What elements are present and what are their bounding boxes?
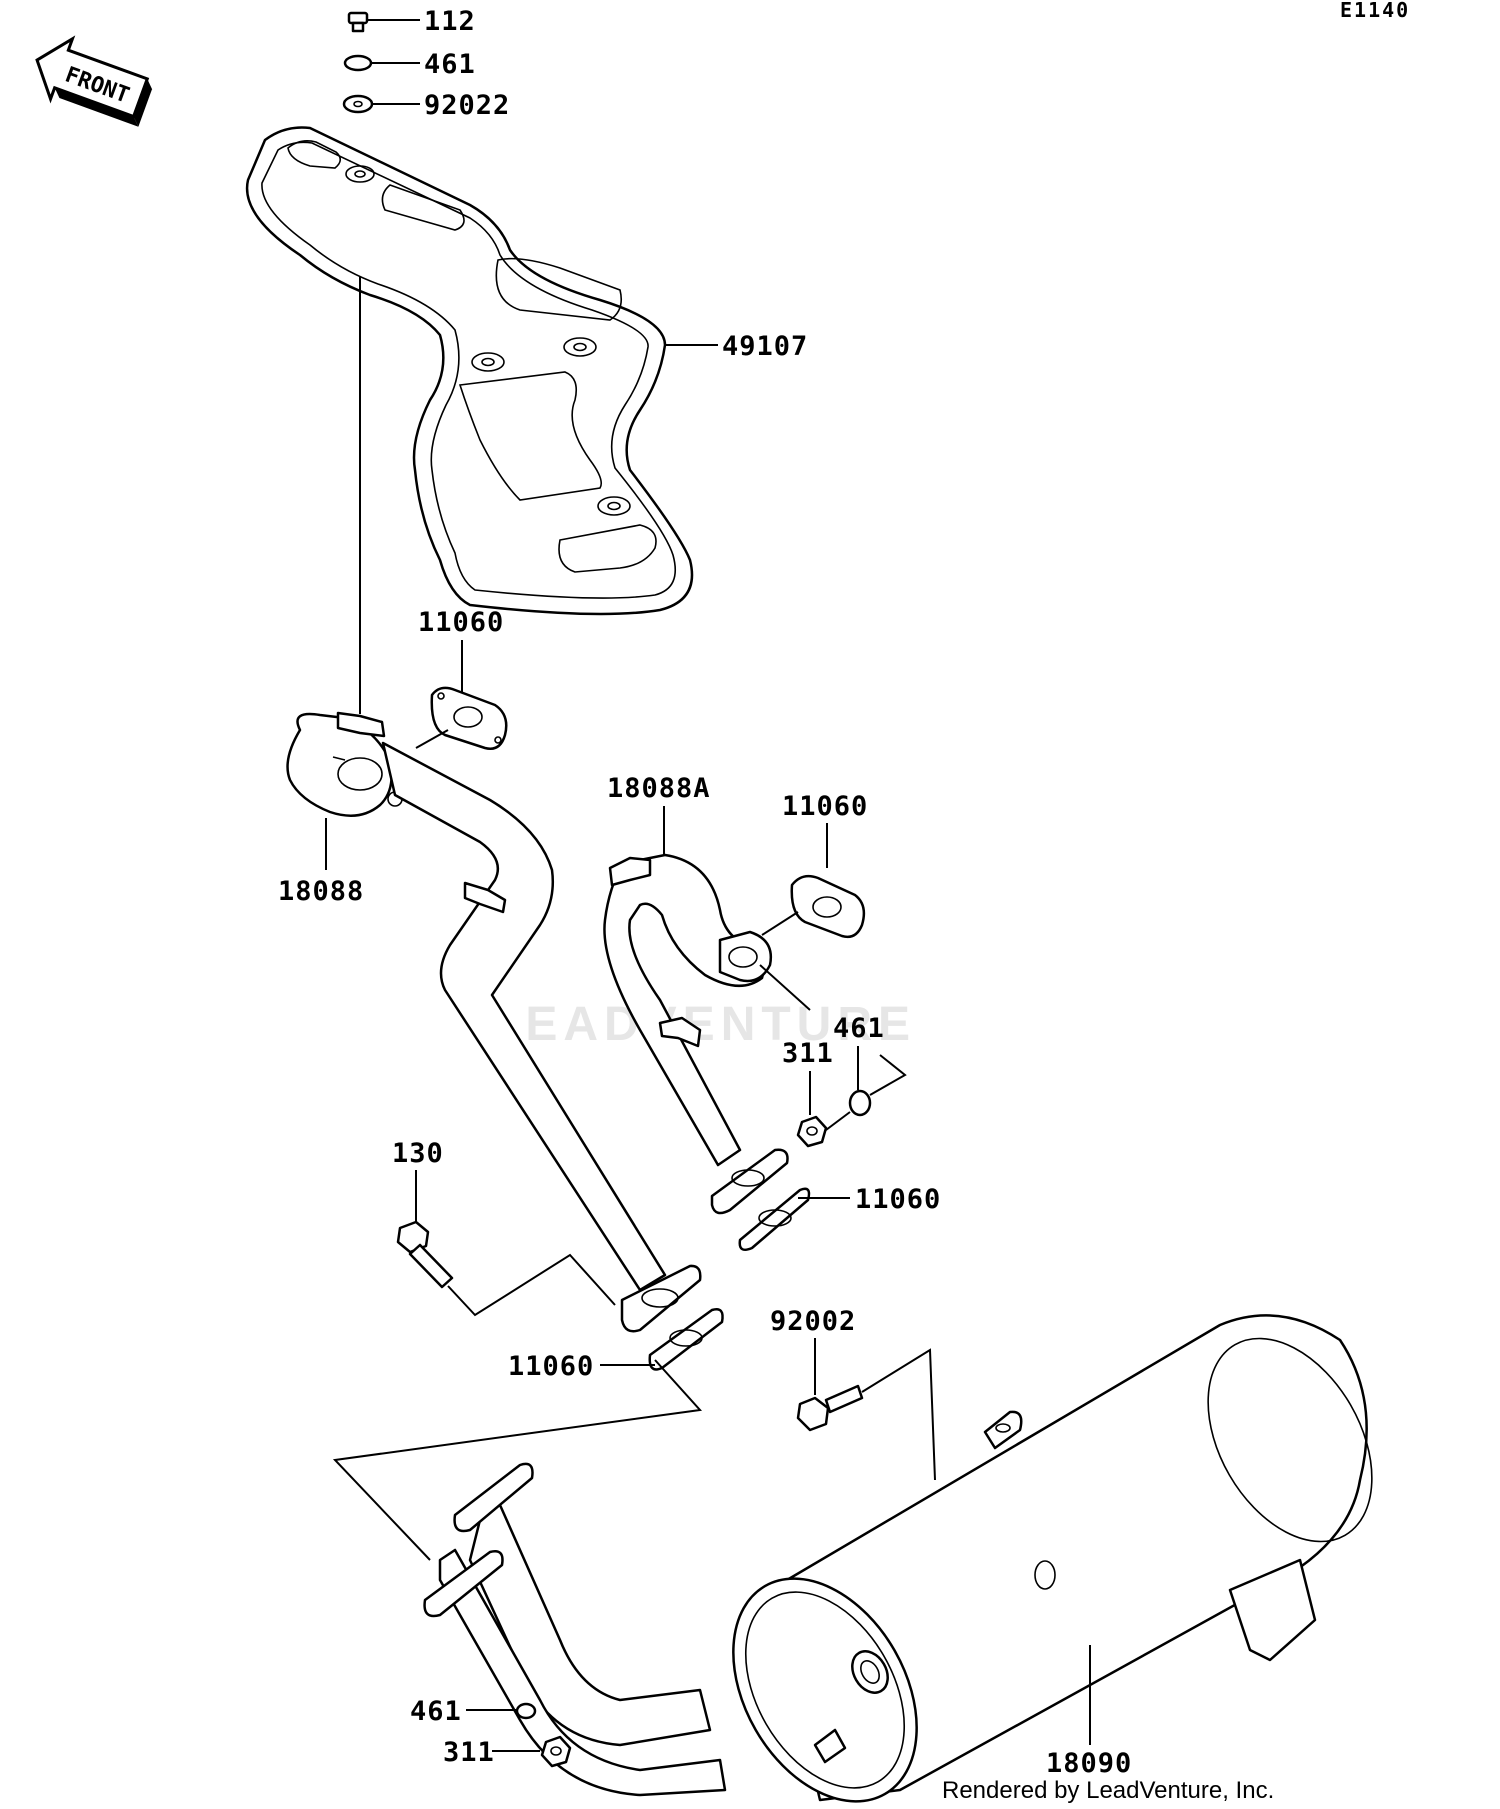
label-18088: 18088 bbox=[278, 876, 364, 907]
label-11060-rear-lower: 11060 bbox=[855, 1184, 941, 1215]
bolt-92002[interactable] bbox=[796, 1384, 864, 1432]
front-arrow-icon: FRONT bbox=[35, 35, 153, 127]
muffler-18090[interactable] bbox=[423, 1310, 1406, 1809]
washer-92022[interactable] bbox=[342, 94, 374, 114]
label-461-bottom: 461 bbox=[410, 1696, 462, 1727]
gasket-11060-front-lower[interactable] bbox=[648, 1308, 724, 1371]
label-130: 130 bbox=[392, 1138, 444, 1169]
label-461-mid: 461 bbox=[833, 1013, 885, 1044]
label-49107: 49107 bbox=[722, 331, 808, 362]
watermark-text: LEADVENTURE bbox=[490, 998, 916, 1051]
lockwasher-461-bottom[interactable] bbox=[515, 1702, 537, 1720]
diagram-code: E1140 bbox=[1340, 0, 1410, 22]
label-92002: 92002 bbox=[770, 1306, 856, 1337]
label-461-top: 461 bbox=[424, 49, 476, 80]
heat-cover-49107[interactable] bbox=[245, 126, 694, 616]
credit-text: Rendered by LeadVenture, Inc. bbox=[942, 1777, 1274, 1804]
exhaust-pipe-18088A[interactable] bbox=[603, 853, 789, 1215]
gasket-11060-rear-lower[interactable] bbox=[738, 1187, 811, 1251]
label-112: 112 bbox=[424, 6, 476, 37]
lockwasher-461-mid[interactable] bbox=[848, 1089, 872, 1117]
label-18088A: 18088A bbox=[607, 773, 711, 804]
label-311-bottom: 311 bbox=[443, 1737, 495, 1768]
exhaust-pipe-18088[interactable] bbox=[286, 711, 702, 1333]
gasket-11060-upper[interactable] bbox=[430, 686, 508, 750]
nut-311-mid[interactable] bbox=[796, 1115, 828, 1148]
gasket-11060-rear-upper[interactable] bbox=[790, 874, 866, 939]
label-11060-front-lower: 11060 bbox=[508, 1351, 594, 1382]
bolt-130[interactable] bbox=[396, 1220, 454, 1289]
label-11060-rear-upper: 11060 bbox=[782, 791, 868, 822]
label-11060-upper: 11060 bbox=[418, 607, 504, 638]
bolt-112[interactable] bbox=[347, 11, 369, 33]
label-311-mid: 311 bbox=[782, 1038, 834, 1069]
nut-311-bottom[interactable] bbox=[540, 1735, 572, 1768]
lockwasher-461-top[interactable] bbox=[343, 54, 373, 72]
label-18090: 18090 bbox=[1046, 1748, 1132, 1779]
label-92022: 92022 bbox=[424, 90, 510, 121]
